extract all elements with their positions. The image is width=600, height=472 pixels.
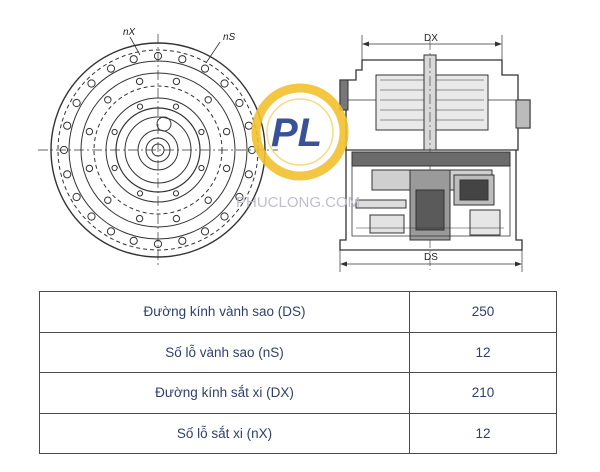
bolt-hole	[220, 79, 229, 88]
bolt-hole	[235, 192, 244, 202]
spec-label: Đường kính sắt xi (DX)	[39, 372, 410, 414]
spec-value: 12	[409, 412, 557, 454]
logo-url: PHUCLONG.COM	[236, 194, 360, 211]
bolt-hole	[87, 212, 96, 221]
nx-label: nX	[123, 27, 136, 38]
bolt-hole	[59, 145, 69, 155]
spec-value: 250	[409, 291, 557, 333]
bolt-hole	[106, 64, 116, 73]
bolt-hole	[104, 96, 112, 104]
dx-label: DX	[424, 33, 438, 44]
bolt-hole	[85, 164, 94, 173]
bolt-hole	[244, 170, 253, 179]
logo-letters: PL	[271, 111, 322, 155]
bolt-hole	[200, 227, 210, 236]
spec-value: 210	[409, 372, 557, 414]
bolt-hole	[72, 192, 81, 202]
inner-hole-ring	[111, 103, 205, 197]
front-view	[38, 34, 278, 266]
bolt-hole	[135, 77, 144, 86]
bolt-hole	[178, 236, 187, 245]
bolt-hole	[63, 121, 72, 130]
spec-label: Đường kính vành sao (DS)	[39, 291, 410, 333]
bolt-hole	[172, 77, 181, 86]
bolt-hole	[204, 96, 212, 104]
bolt-hole	[106, 227, 116, 236]
table-row: Số lỗ sắt xi (nX)12	[39, 412, 557, 454]
bolt-hole	[222, 164, 231, 173]
table-row: Đường kính sắt xi (DX)210	[39, 372, 557, 414]
bolt-hole	[198, 128, 205, 136]
spec-value: 12	[409, 331, 557, 373]
bolt-hole	[111, 164, 118, 172]
bolt-hole	[204, 196, 212, 204]
bolt-hole	[178, 55, 187, 64]
bolt-hole	[244, 121, 253, 130]
bolt-hole	[200, 64, 210, 73]
side-view	[339, 35, 531, 272]
bolt-hole	[129, 55, 138, 64]
bolt-hole	[72, 98, 81, 108]
bolt-hole	[172, 103, 180, 110]
bolt-hole	[111, 128, 118, 136]
table-row: Đường kính vành sao (DS)250	[39, 291, 557, 333]
ds-label: DS	[424, 252, 438, 263]
bolt-hole	[153, 51, 163, 61]
bolt-hole	[129, 236, 138, 245]
middle-hole-ring	[85, 77, 231, 223]
bolt-hole	[220, 212, 229, 221]
bolt-hole	[235, 98, 244, 108]
spec-label: Số lỗ vành sao (nS)	[39, 331, 410, 373]
bolt-hole	[172, 190, 180, 197]
technical-drawing: nX nS DX DS	[38, 27, 531, 272]
ns-label: nS	[223, 32, 236, 43]
bolt-hole	[222, 127, 231, 136]
spec-label: Số lỗ sắt xi (nX)	[39, 412, 410, 454]
bolt-hole	[136, 103, 144, 110]
bolt-hole	[136, 190, 144, 197]
bolt-hole	[135, 214, 144, 223]
bolt-hole	[85, 127, 94, 136]
bolt-hole	[153, 239, 163, 249]
bolt-hole	[172, 214, 181, 223]
table-row: Số lỗ vành sao (nS)12	[39, 331, 557, 373]
bolt-hole	[198, 164, 205, 172]
bolt-hole	[87, 79, 96, 88]
phuclong-logo: PL PHUCLONG.COM	[236, 83, 360, 211]
bolt-hole	[63, 170, 72, 179]
bolt-hole	[104, 196, 112, 204]
